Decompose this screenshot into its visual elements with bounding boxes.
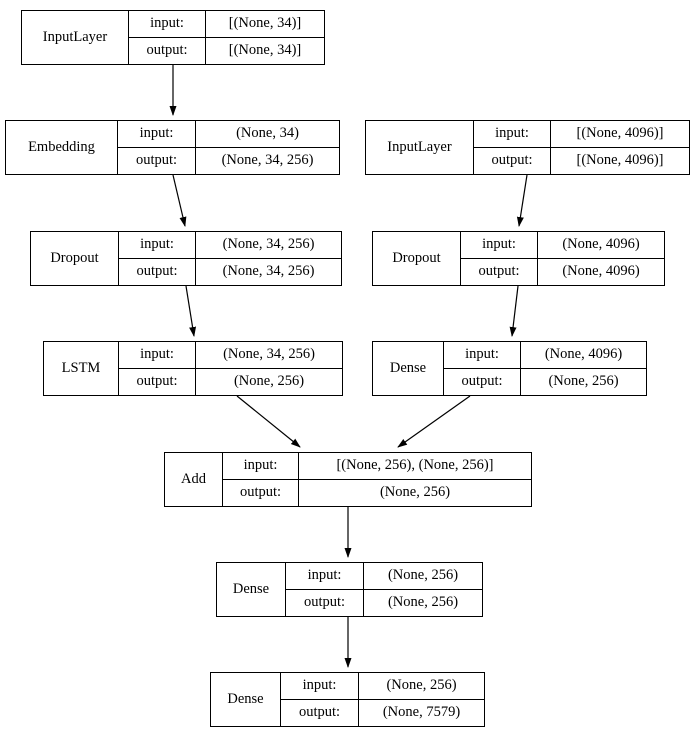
output-key: output:: [461, 258, 538, 285]
layer-name: Dense: [211, 673, 281, 726]
layer-node-dropout-2: Dropout input: (None, 4096) output: (Non…: [372, 231, 665, 286]
input-key: input:: [118, 121, 196, 148]
output-shape: (None, 256): [233, 373, 305, 390]
output-shape: [(None, 4096)]: [576, 152, 664, 169]
layer-node-inputlayer-2: InputLayer input: [(None, 4096)] output:…: [365, 120, 690, 175]
edge-arrow: [172, 174, 187, 227]
layer-name: InputLayer: [22, 11, 129, 64]
input-shape: (None, 34): [196, 121, 339, 148]
layer-node-lstm: LSTM input: (None, 34, 256) output: (Non…: [43, 341, 343, 396]
edge-arrow: [397, 395, 471, 448]
output-key: output:: [474, 147, 551, 174]
input-shape: (None, 256): [359, 673, 484, 700]
input-key: input:: [286, 563, 364, 590]
output-shape: (None, 256): [387, 594, 459, 611]
output-shape: (None, 34, 256): [222, 263, 315, 280]
edge-arrow: [236, 395, 301, 448]
output-key: output:: [281, 699, 359, 726]
input-shape: (None, 4096): [521, 342, 646, 369]
layer-node-dense-2: Dense input: (None, 256) output: (None, …: [216, 562, 483, 617]
input-key: input:: [281, 673, 359, 700]
input-key: input:: [474, 121, 551, 148]
layer-name: Dropout: [373, 232, 461, 285]
input-shape: (None, 4096): [538, 232, 664, 259]
output-shape: (None, 256): [379, 484, 451, 501]
input-key: input:: [129, 11, 206, 38]
layer-node-dense-1: Dense input: (None, 4096) output: (None,…: [372, 341, 647, 396]
layer-node-inputlayer-1: InputLayer input: [(None, 34)] output: […: [21, 10, 325, 65]
input-shape: [(None, 4096)]: [551, 121, 689, 148]
layer-node-embedding: Embedding input: (None, 34) output: (Non…: [5, 120, 340, 175]
input-key: input:: [119, 232, 196, 259]
output-shape: (None, 7579): [382, 704, 461, 721]
layer-node-dense-3: Dense input: (None, 256) output: (None, …: [210, 672, 485, 727]
input-shape: [(None, 34)]: [206, 11, 324, 38]
edge-arrow: [509, 285, 519, 337]
input-shape: (None, 256): [364, 563, 482, 590]
layer-name: Dense: [373, 342, 444, 395]
layer-name: Dropout: [31, 232, 119, 285]
layer-name: InputLayer: [366, 121, 474, 174]
input-key: input:: [223, 453, 299, 480]
input-shape: [(None, 256), (None, 256)]: [299, 453, 531, 480]
output-key: output:: [286, 589, 364, 616]
output-shape: (None, 34, 256): [221, 152, 314, 169]
output-key: output:: [119, 368, 196, 395]
input-shape: (None, 34, 256): [196, 342, 342, 369]
layer-name: Embedding: [6, 121, 118, 174]
layer-name: Add: [165, 453, 223, 506]
output-key: output:: [129, 37, 206, 64]
input-key: input:: [119, 342, 196, 369]
input-key: input:: [444, 342, 521, 369]
layer-node-dropout-1: Dropout input: (None, 34, 256) output: (…: [30, 231, 342, 286]
output-key: output:: [119, 258, 196, 285]
input-key: input:: [461, 232, 538, 259]
output-shape: [(None, 34)]: [228, 42, 302, 59]
layer-node-add: Add input: [(None, 256), (None, 256)] ou…: [164, 452, 532, 507]
edge-arrow: [516, 174, 528, 227]
edge-arrow: [185, 285, 197, 337]
input-shape: (None, 34, 256): [196, 232, 341, 259]
output-key: output:: [444, 368, 521, 395]
output-key: output:: [118, 147, 196, 174]
layer-name: LSTM: [44, 342, 119, 395]
layer-name: Dense: [217, 563, 286, 616]
output-shape: (None, 4096): [562, 263, 640, 280]
output-key: output:: [223, 479, 299, 506]
output-shape: (None, 256): [548, 373, 619, 390]
